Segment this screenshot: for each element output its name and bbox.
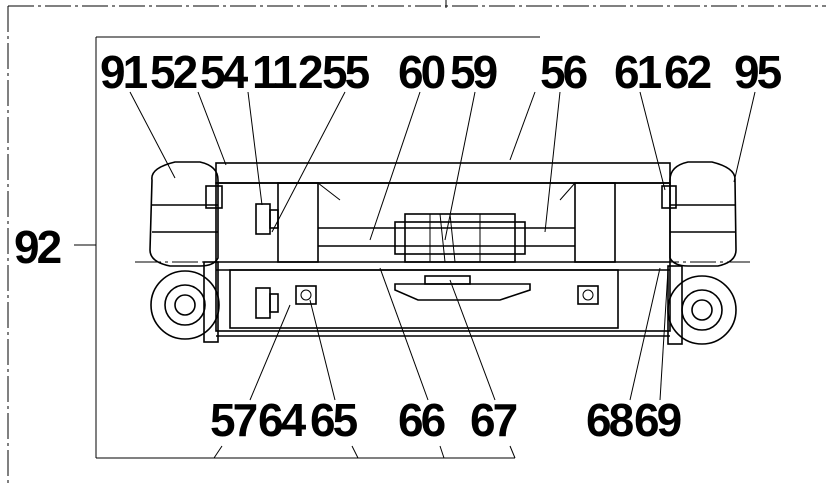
- label-55: 55: [322, 46, 370, 98]
- label-1b: 1: [272, 46, 297, 98]
- left-roller: [149, 161, 223, 343]
- label-67: 67: [470, 394, 517, 446]
- label-65: 65: [310, 394, 358, 446]
- label-64: 64: [258, 394, 307, 446]
- label-2: 2: [298, 46, 322, 98]
- label-59: 59: [450, 46, 497, 98]
- main-frame: [215, 162, 671, 337]
- label-68: 68: [586, 394, 634, 446]
- label-95: 95: [734, 46, 782, 98]
- label-frame: [74, 36, 540, 459]
- bottom-labels: 57 64 65 66 67 68 69: [210, 394, 684, 446]
- label-57: 57: [210, 394, 257, 446]
- shaft-assembly: [317, 182, 576, 263]
- top-labels: 91 52 54 1 1 2 55 60 59 56 61 62 95: [100, 46, 785, 98]
- label-56: 56: [540, 46, 587, 98]
- sheet-frame: [7, 0, 826, 483]
- right-roller: [661, 161, 737, 345]
- label-52: 52: [150, 46, 197, 98]
- label-62: 62: [664, 46, 711, 98]
- label-69: 69: [634, 394, 681, 446]
- bottom-plate: [394, 275, 531, 301]
- label-54: 54: [200, 46, 249, 98]
- leader-lines: [129, 91, 756, 459]
- label-61: 61: [614, 46, 662, 98]
- bolts: [255, 203, 599, 319]
- label-91: 91: [100, 46, 148, 98]
- label-92: 92: [14, 221, 61, 273]
- label-66: 66: [398, 394, 445, 446]
- label-60: 60: [398, 46, 445, 98]
